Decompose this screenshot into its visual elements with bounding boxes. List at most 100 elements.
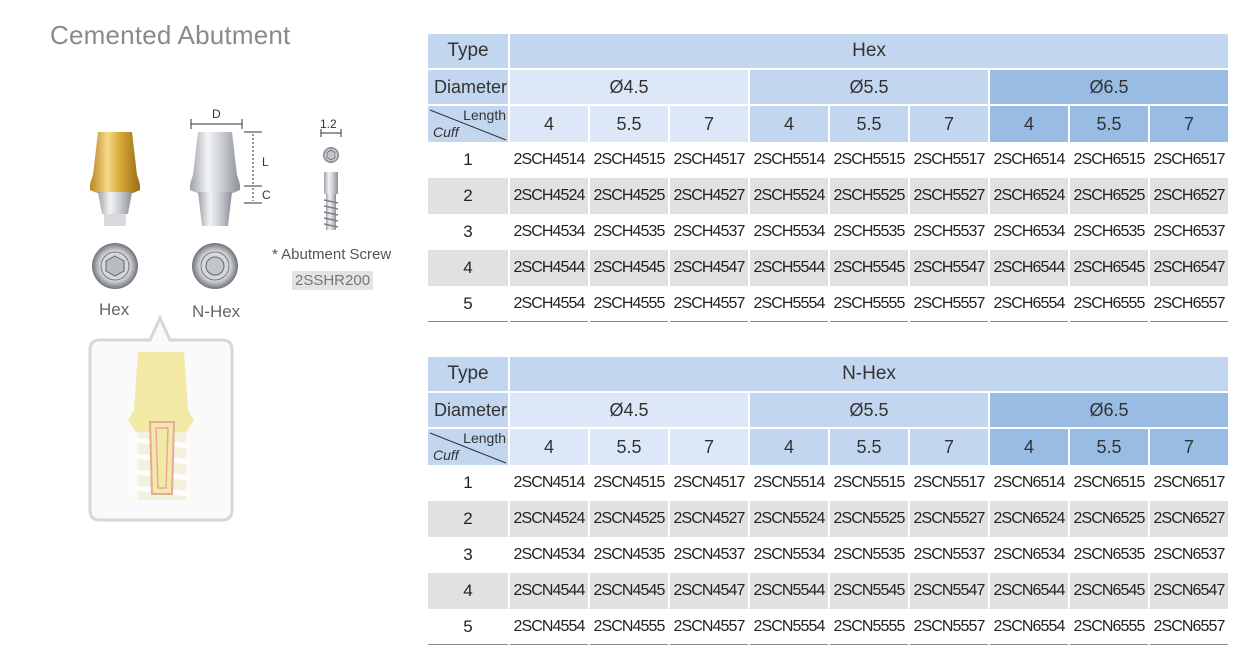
length-header: 4 [750,106,828,142]
abutment-drawings: D L C 1.2 [88,107,342,522]
product-code: 2SCN5557 [910,609,988,645]
product-code: 2SCH5547 [910,250,988,286]
table-row: 3 2SCN4534 2SCN4535 2SCN4537 2SCN5534 2S… [428,537,1228,573]
table-row: 2 2SCH4524 2SCH4525 2SCH4527 2SCH5524 2S… [428,178,1229,214]
cuff-value: 3 [463,545,473,564]
product-code: 2SCH5527 [910,178,988,214]
cuff-value: 4 [428,250,508,286]
product-code: 2SCH4517 [673,151,745,168]
product-code: 2SCN4537 [673,546,745,563]
cuff-value: 2 [428,178,508,214]
hex-label: Hex [99,300,130,319]
dim-d-label: D [212,107,221,121]
product-code: 2SCN6535 [1073,546,1145,563]
product-code: 2SCN6557 [1150,609,1229,645]
product-code: 2SCN4515 [593,474,665,491]
cuff-length-header: Length Cuff [428,106,508,142]
product-code: 2SCH5534 [753,223,825,240]
cuff-label: Cuff [433,124,459,140]
product-code: 2SCH4514 [513,151,585,168]
product-code: 2SCN5525 [830,501,908,537]
table-row: 1 2SCH4514 2SCH4515 2SCH4517 2SCH5514 2S… [428,142,1228,178]
length-header: 5.5 [590,429,668,465]
product-code: 2SCH6555 [1070,286,1148,322]
diameter-header: Ø6.5 [990,393,1229,429]
screw-code-badge: 2SSHR200 [292,271,374,290]
type-value: N-Hex [510,357,1229,393]
product-code: 2SCH6557 [1150,286,1229,322]
product-code: 2SCH5514 [753,151,825,168]
product-code: 2SCH6537 [1153,223,1226,240]
product-code: 2SCN4524 [510,501,588,537]
product-code: 2SCH6515 [1073,151,1145,168]
length-label: Length [463,430,506,446]
product-code: 2SCN4557 [670,609,748,645]
product-code: 2SCN4534 [513,546,585,563]
product-code: 2SCH5535 [833,223,905,240]
product-code: 2SCN6527 [1150,501,1229,537]
product-code: 2SCH4527 [670,178,748,214]
product-code: 2SCN6547 [1150,573,1229,609]
product-code: 2SCH6517 [1153,151,1226,168]
product-code: 2SCH5524 [750,178,828,214]
product-code: 2SCN6534 [993,546,1065,563]
product-code: 2SCH6547 [1150,250,1229,286]
length-header: 5.5 [590,106,668,142]
cuff-label: Cuff [433,447,459,463]
product-code: 2SCH4544 [510,250,588,286]
cuff-value: 3 [463,222,473,241]
product-code: 2SCN5514 [753,474,825,491]
product-code: 2SCH5515 [833,151,905,168]
diameter-header: Ø6.5 [990,70,1229,106]
product-code: 2SCH4535 [593,223,665,240]
product-code: 2SCN6517 [1153,474,1225,491]
product-code: 2SCN4555 [590,609,668,645]
length-header: 4 [990,106,1068,142]
product-code: 2SCH6514 [993,151,1065,168]
dim-c-label: C [262,188,271,202]
product-code: 2SCH5517 [913,151,985,168]
diameter-header: Ø4.5 [510,393,748,429]
table-row: 5 2SCH4554 2SCH4555 2SCH4557 2SCH5554 2S… [428,286,1229,322]
product-code: 2SCH5554 [750,286,828,322]
length-header: 7 [910,429,988,465]
table-row: 4 2SCN4544 2SCN4545 2SCN4547 2SCN5544 2S… [428,573,1229,609]
length-header: 7 [1150,429,1229,465]
product-code: 2SCN5547 [910,573,988,609]
product-code: 2SCH6524 [990,178,1068,214]
product-code: 2SCH6525 [1070,178,1148,214]
diameter-header: Ø5.5 [750,393,988,429]
type-value: Hex [510,34,1229,70]
length-header: 5.5 [830,429,908,465]
table-row: 3 2SCH4534 2SCH4535 2SCH4537 2SCH5534 2S… [428,214,1228,250]
product-code: 2SCN5537 [913,546,985,563]
nhex-label: N-Hex [192,302,241,321]
product-code: 2SCH5537 [913,223,985,240]
product-code: 2SCN4554 [510,609,588,645]
screw-note: * Abutment Screw [272,246,392,263]
product-code: 2SCN6514 [993,474,1065,491]
length-header: 4 [750,429,828,465]
product-code: 2SCH5544 [750,250,828,286]
product-code: 2SCH5557 [910,286,988,322]
product-code: 2SCN4525 [590,501,668,537]
product-code: 2SCN6537 [1153,546,1225,563]
product-code: 2SCH5525 [830,178,908,214]
product-code: 2SCH4525 [590,178,668,214]
length-header: 4 [510,429,588,465]
diameter-header: Ø5.5 [750,70,988,106]
product-code: 2SCN4545 [590,573,668,609]
table-row: 5 2SCN4554 2SCN4555 2SCN4557 2SCN5554 2S… [428,609,1229,645]
product-code: 2SCN5534 [753,546,825,563]
dimension-lines [190,119,262,204]
screw-width-label: 1.2 [320,117,337,131]
product-code: 2SCH4524 [510,178,588,214]
type-label: Type [428,34,508,70]
product-code: 2SCH6534 [993,223,1065,240]
diameter-label: Diameter [428,393,508,429]
product-code: 2SCN5544 [750,573,828,609]
length-header: 7 [670,106,748,142]
product-code: 2SCN6524 [990,501,1068,537]
product-code: 2SCH5545 [830,250,908,286]
product-code: 2SCN6525 [1070,501,1148,537]
